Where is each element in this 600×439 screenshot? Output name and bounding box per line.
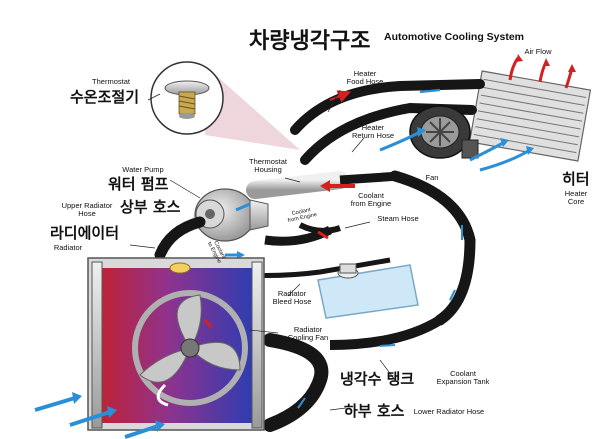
- zoom-cone: [205, 70, 300, 150]
- label-water-pump-ko: 워터 펌프: [108, 175, 169, 193]
- label-radiator-bleed-hose: Radiator Bleed Hose: [272, 289, 312, 306]
- heater-return-hose: [300, 102, 477, 165]
- label-air-flow: Air Flow: [524, 47, 552, 56]
- steam-hose: [298, 222, 341, 234]
- label-upper-radiator-hose-en: Upper Radiator Hose: [61, 201, 113, 218]
- label-thermostat-housing: Thermostat Housing: [249, 157, 287, 174]
- label-radiator-en: Radiator: [53, 243, 83, 252]
- radiator: [87, 257, 265, 431]
- lower-hose-right: [329, 315, 443, 350]
- thermostat-zoom-circle: [150, 61, 224, 135]
- label-lower-hose-en: Lower Radiator Hose: [413, 407, 485, 416]
- diagram-title-ko: 차량냉각구조: [249, 29, 371, 54]
- heater-core: [468, 54, 592, 162]
- label-expansion-tank-ko: 냉각수 탱크: [340, 370, 415, 388]
- label-steam-hose: Steam Hose: [377, 214, 419, 223]
- thermostat-housing-pipe: [246, 171, 349, 199]
- blower-fan: [409, 105, 479, 159]
- label-radiator-cooling-fan: Radiator Cooling Fan: [287, 325, 329, 342]
- label-expansion-tank-en: Coolant Expansion Tank: [436, 369, 490, 386]
- label-heater-return-hose: Heater Return Hose: [351, 123, 395, 140]
- label-fan: Fan: [425, 173, 439, 182]
- label-upper-radiator-hose-ko: 상부 호스: [120, 198, 181, 216]
- label-thermostat-ko: 수온조절기: [70, 88, 140, 106]
- label-heater-food-hose: Heater Food Hose: [346, 69, 384, 86]
- coolant-expansion-tank: [317, 263, 419, 319]
- lower-radiator-hose: [263, 333, 329, 432]
- radiator-cooling-fan: [132, 290, 248, 406]
- diagram-title-en: Automotive Cooling System: [384, 31, 525, 43]
- label-radiator-ko: 라디에이터: [50, 224, 120, 242]
- label-coolant-from-engine: Coolant from Engine: [350, 191, 392, 208]
- label-heater-core-ko: 히터: [562, 170, 590, 188]
- label-heater-core-en: Heater Core: [564, 189, 588, 206]
- return-hose-large: [389, 170, 476, 326]
- label-water-pump-en: Water Pump: [122, 165, 164, 174]
- upper-radiator-hose: [154, 216, 206, 261]
- label-lower-hose-ko: 하부 호스: [344, 402, 405, 420]
- label-thermostat-en: Thermostat: [92, 77, 130, 86]
